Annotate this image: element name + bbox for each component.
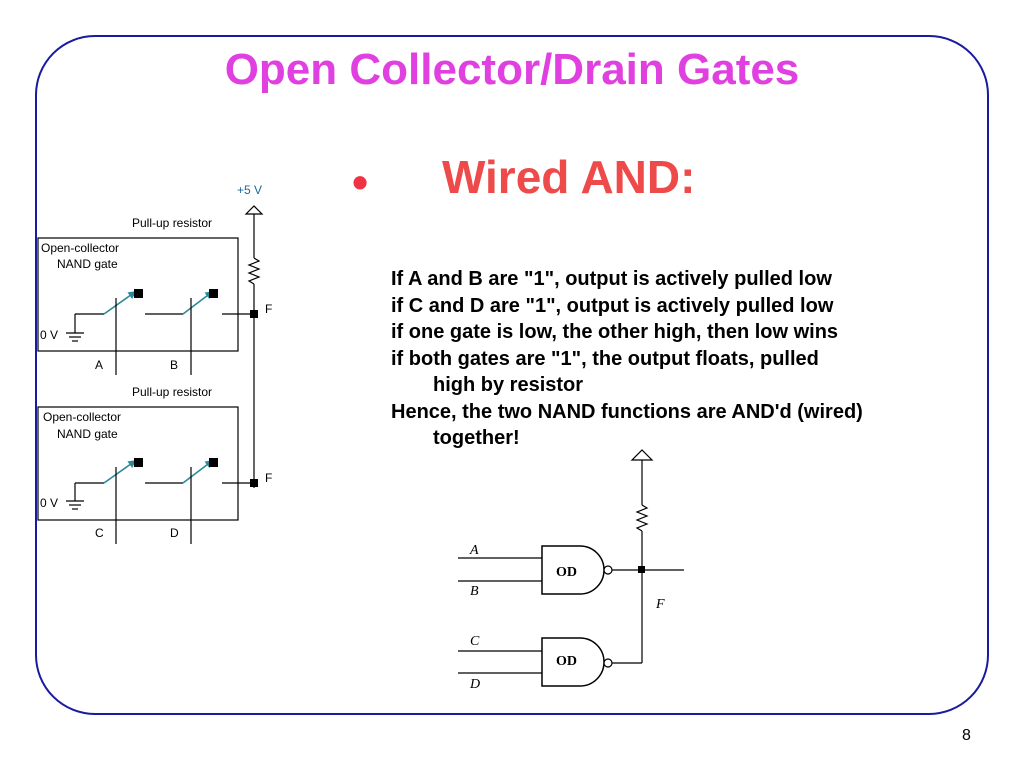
inverter-bubble-icon (603, 565, 613, 575)
output-node (250, 479, 258, 487)
ground-voltage-label: 0 V (40, 328, 58, 342)
gate-2-od-label: OD (556, 654, 577, 669)
body-line: If A and B are "1", output is actively p… (391, 268, 832, 290)
gate-label-line2: NAND gate (57, 427, 118, 441)
nand-gate-box (37, 406, 239, 521)
supply-voltage-label: +5 V (237, 183, 262, 197)
pullup-resistor-icon (247, 257, 261, 285)
body-line: together! (433, 427, 520, 449)
body-line: Hence, the two NAND functions are AND'd … (391, 400, 863, 423)
output-node (250, 310, 258, 318)
input-c-label: C (470, 634, 480, 649)
body-line: if C and D are "1", output is actively p… (391, 294, 834, 317)
page-number: 8 (962, 727, 971, 744)
subheading: Wired AND: (442, 151, 696, 203)
body-line: if both gates are "1", the output floats… (391, 347, 819, 370)
output-label: F (265, 471, 272, 485)
slide-title: Open Collector/Drain Gates (224, 45, 800, 94)
gate-label-line1: Open-collector (41, 241, 119, 255)
switch-a-icon (103, 291, 137, 315)
input-b-label: B (470, 584, 479, 599)
input-a-label: A (469, 543, 479, 558)
pullup-resistor-label: Pull-up resistor (132, 216, 212, 230)
nand-gate-box (37, 237, 239, 352)
ground-icon (66, 483, 84, 510)
input-b-label: B (170, 358, 178, 372)
switch-b-icon (182, 291, 214, 315)
body-line: if one gate is low, the other high, then… (391, 321, 839, 343)
output-label: F (265, 302, 272, 316)
inverter-bubble-icon (603, 658, 613, 668)
input-d-label: D (170, 526, 179, 540)
switch-c-icon (103, 460, 137, 484)
input-a-label: A (95, 358, 103, 372)
slide-frame (35, 35, 989, 715)
switch-d-icon (182, 460, 214, 484)
pullup-resistor-icon (635, 504, 649, 532)
pullup-resistor-label: Pull-up resistor (132, 385, 212, 399)
gate-label-line1: Open-collector (43, 410, 121, 424)
input-d-label: D (469, 677, 480, 692)
gate-label-line2: NAND gate (57, 257, 118, 271)
input-c-label: C (95, 526, 104, 540)
bullet-marker: • (352, 156, 369, 208)
output-label: F (655, 597, 665, 612)
body-text: If A and B are "1", output is actively p… (391, 266, 1006, 452)
body-line: high by resistor (433, 374, 584, 396)
output-node (638, 566, 645, 573)
gate-1-od-label: OD (556, 565, 577, 580)
ground-voltage-label: 0 V (40, 496, 58, 510)
ground-icon (66, 314, 84, 342)
supply-terminal-icon (630, 449, 654, 461)
